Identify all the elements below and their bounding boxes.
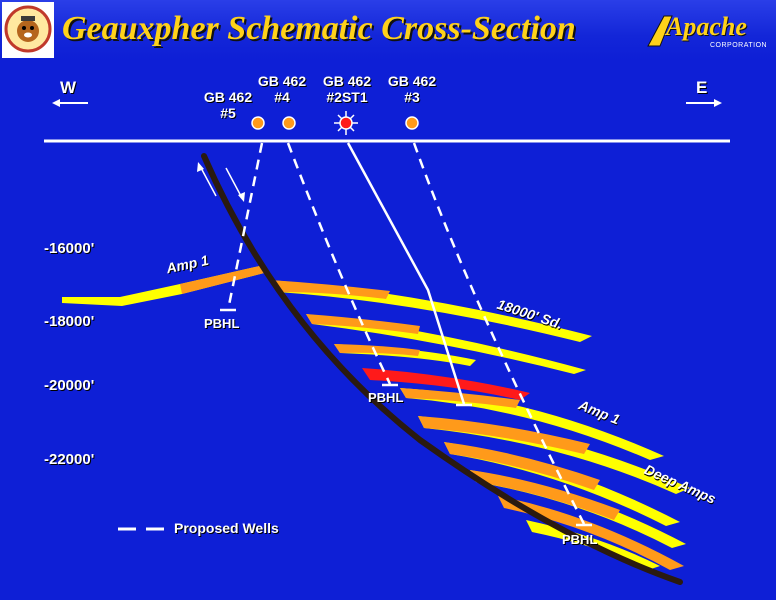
brand-subtitle: CORPORATION: [710, 42, 768, 49]
east-label: E: [696, 78, 708, 97]
fault-line: [201, 153, 683, 585]
deep-amp-3-orange: [470, 470, 620, 520]
well-path-gb462-4: [286, 142, 392, 385]
red-target-sand: [362, 368, 530, 400]
depth-label: -16000': [44, 240, 95, 257]
east-arrow-icon: [686, 99, 722, 107]
west-label: W: [60, 78, 77, 97]
pbhl-label: PBHL: [368, 390, 404, 405]
deep-amp-4: [498, 496, 684, 570]
pbhl-label: PBHL: [204, 316, 240, 331]
title-bar: [0, 0, 776, 60]
brand-name: Apache: [666, 12, 747, 41]
apache-logo: [647, 15, 673, 47]
well-path-gb462-3: [412, 142, 586, 525]
well-label-gb462-4: GB 462 #4: [257, 73, 307, 105]
well-path-gb462-2st1: [346, 142, 466, 405]
well-path-gb462-5: [226, 142, 264, 311]
west-arrow-icon: [52, 99, 88, 107]
page-title: Geauxpher Schematic Cross-Section: [62, 10, 576, 47]
well-symbol-gb462-2st1: [334, 111, 358, 135]
depth-label: -18000': [44, 313, 95, 330]
depth-label: -22000': [44, 451, 95, 468]
well-symbol-gb462-3: [405, 116, 419, 130]
sand-mid-orange: [334, 344, 420, 356]
well-label-gb462-2st1: GB 462 #2ST1: [322, 73, 372, 105]
deep-amp-1-orange: [418, 416, 590, 454]
well-label-gb462-5: GB 462 #5: [203, 89, 253, 121]
amp1-east-sand-orange: [400, 388, 520, 408]
geauxpher-logo: [2, 2, 54, 58]
well-symbol-gb462-5: [251, 116, 265, 130]
sand-18000-upper-orange: [270, 280, 390, 299]
depth-label: -20000': [44, 377, 95, 394]
well-symbol-gb462-4: [282, 116, 296, 130]
amp1-west-sand-orange: [180, 265, 268, 294]
fault-slip-arrows-icon: [197, 162, 245, 202]
well-label-gb462-3: GB 462 #3: [387, 73, 437, 105]
pbhl-label: PBHL: [562, 532, 598, 547]
sand-18000-upper: [270, 280, 592, 342]
legend-label: Proposed Wells: [174, 520, 279, 536]
deep-amp-1: [418, 416, 690, 494]
